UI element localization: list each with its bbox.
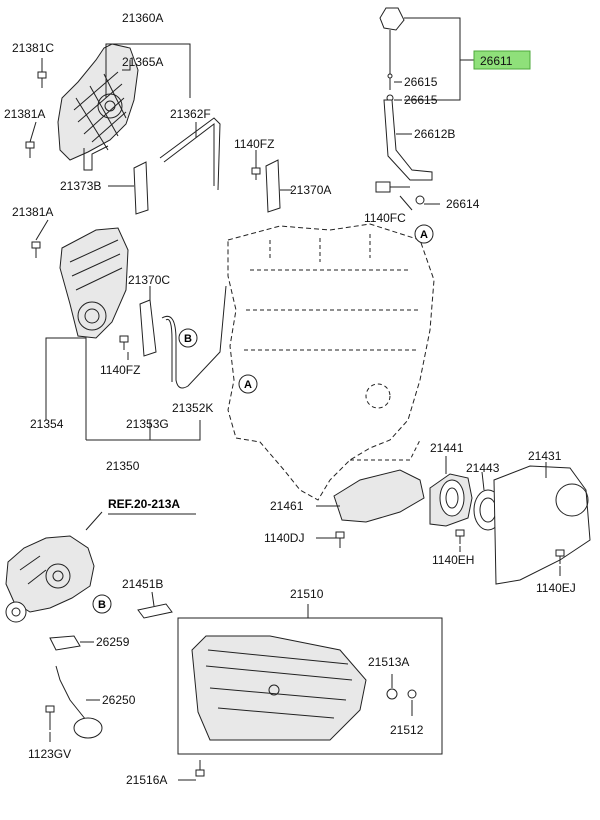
- oil-pan-group: [177, 604, 443, 781]
- bolt-21516A: [195, 760, 205, 777]
- part-label-1140FZ-top[interactable]: 1140FZ: [234, 137, 274, 151]
- part-label-21443[interactable]: 21443: [466, 461, 500, 475]
- bolt-1140FZ-mid: [119, 335, 129, 350]
- part-label-21516A[interactable]: 21516A: [126, 773, 167, 787]
- part-label-1140FZ-mid[interactable]: 1140FZ: [100, 363, 140, 377]
- part-label-21512[interactable]: 21512: [390, 723, 424, 737]
- part-label-21513A[interactable]: 21513A: [368, 655, 409, 669]
- bolt-1140EH: [455, 529, 465, 544]
- part-label-21381A-mid[interactable]: 21381A: [12, 205, 53, 219]
- part-label-21370C[interactable]: 21370C: [128, 273, 170, 287]
- oil-dipstick-group: [375, 7, 474, 211]
- part-label-21461[interactable]: 21461: [270, 499, 304, 513]
- part-label-1140EH[interactable]: 1140EH: [432, 553, 474, 567]
- svg-text:A: A: [244, 379, 252, 391]
- oil-pump-group: [5, 511, 196, 742]
- part-label-1140DJ[interactable]: 1140DJ: [264, 531, 304, 545]
- svg-text:A: A: [420, 229, 428, 241]
- part-label-21510[interactable]: 21510: [290, 587, 324, 601]
- part-label-21352K[interactable]: 21352K: [172, 401, 213, 415]
- part-label-26615-b[interactable]: 26615: [404, 93, 438, 107]
- callout-A-top: A: [414, 224, 434, 244]
- bolt-1140FZ-top: [251, 167, 261, 180]
- part-label-21362F[interactable]: 21362F: [170, 107, 211, 121]
- part-label-1140EJ[interactable]: 1140EJ: [536, 581, 576, 595]
- part-label-1123GV[interactable]: 1123GV: [28, 747, 71, 761]
- part-label-26615-a[interactable]: 26615: [404, 75, 438, 89]
- svg-text:B: B: [184, 333, 192, 345]
- reference-label[interactable]: REF.20-213A: [108, 497, 180, 511]
- part-label-26259[interactable]: 26259: [96, 635, 130, 649]
- part-label-21354[interactable]: 21354: [30, 417, 64, 431]
- bolt-1140EJ: [555, 549, 565, 564]
- highlight-26611[interactable]: 26611: [473, 50, 531, 70]
- drain-plug-21513A: [386, 688, 398, 700]
- part-label-21373B[interactable]: 21373B: [60, 179, 101, 193]
- part-label-21365A[interactable]: 21365A: [122, 55, 163, 69]
- bolt-21381A-top: [25, 141, 35, 158]
- part-label-21431[interactable]: 21431: [528, 449, 562, 463]
- bolt-1123GV: [45, 705, 55, 730]
- bolt-21381A-mid: [31, 241, 41, 258]
- part-label-26614[interactable]: 26614: [446, 197, 480, 211]
- engine-block: [227, 223, 435, 548]
- svg-text:B: B: [98, 599, 106, 611]
- rear-seal-group: [429, 456, 591, 585]
- callout-B-engine: B: [178, 328, 198, 348]
- part-label-21353G[interactable]: 21353G: [126, 417, 169, 431]
- timing-cover-lower-group: [31, 219, 227, 441]
- part-label-21441[interactable]: 21441: [430, 441, 464, 455]
- bolt-1140DJ: [335, 531, 345, 548]
- part-label-21381C[interactable]: 21381C: [12, 41, 54, 55]
- gasket-21512: [407, 689, 417, 699]
- part-label-26611[interactable]: 26611: [480, 54, 513, 68]
- timing-cover-upper-group: [25, 43, 292, 215]
- bolt-1140FC: [375, 181, 410, 193]
- callout-B-pump: B: [92, 594, 112, 614]
- part-label-21381A-top[interactable]: 21381A: [4, 107, 45, 121]
- part-label-21451B[interactable]: 21451B: [122, 577, 163, 591]
- part-label-1140FC[interactable]: 1140FC: [364, 211, 406, 225]
- part-label-21350[interactable]: 21350: [106, 459, 140, 473]
- callout-A-engine: A: [238, 374, 258, 394]
- part-label-26612B[interactable]: 26612B: [414, 127, 455, 141]
- part-label-21360A[interactable]: 21360A: [122, 11, 163, 25]
- part-label-21370A[interactable]: 21370A: [290, 183, 331, 197]
- part-label-26250[interactable]: 26250: [102, 693, 136, 707]
- bolt-21381C: [37, 71, 47, 88]
